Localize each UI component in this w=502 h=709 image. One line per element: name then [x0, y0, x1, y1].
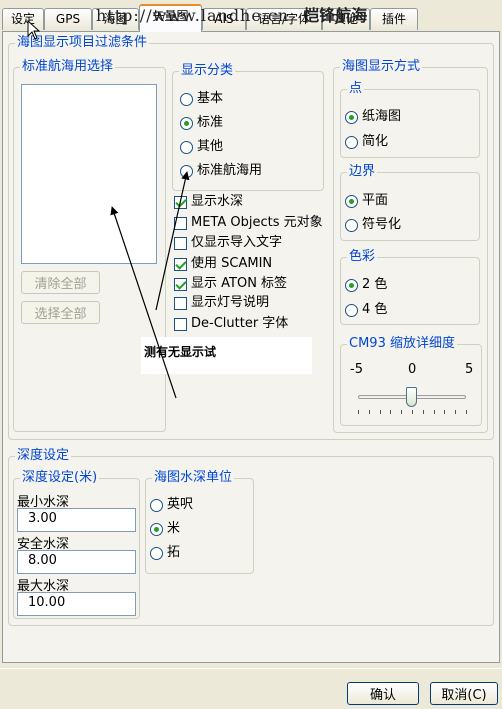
show-depth-checkbox[interactable]: 显示水深	[174, 193, 243, 211]
color-2-option[interactable]: 2 色	[345, 276, 387, 294]
max-depth-field[interactable]: 10.00	[17, 592, 136, 616]
cancel-button[interactable]: 取消(C)	[430, 682, 498, 705]
slider-tick	[422, 410, 424, 414]
min-depth-field[interactable]: 3.00	[17, 508, 136, 532]
boundary-radio-0[interactable]	[345, 194, 358, 208]
category-radio-3[interactable]	[180, 164, 193, 178]
slider-tick	[433, 410, 435, 414]
unit-radio-1[interactable]	[150, 522, 163, 536]
boundary-symbolized-option[interactable]: 符号化	[345, 216, 401, 234]
depth-settings-group: 深度设定(米)	[13, 470, 140, 619]
mouse-cursor-icon	[27, 20, 41, 40]
unit-feet-option[interactable]: 英呎	[150, 496, 193, 514]
color-radio-1[interactable]	[345, 303, 358, 317]
slider-tick	[466, 410, 467, 414]
min-depth-label: 最小水深	[17, 495, 70, 510]
category-other-option[interactable]: 其他	[180, 138, 223, 156]
boundary-radio-1[interactable]	[345, 218, 358, 232]
cm93-mid-label: 0	[408, 362, 417, 377]
ok-button[interactable]: 确认	[347, 682, 419, 705]
boundary-group: 边界	[340, 164, 480, 241]
check-box-4[interactable]	[174, 277, 187, 291]
check-box-3[interactable]	[174, 257, 187, 271]
cm93-slider-thumb[interactable]	[406, 387, 417, 407]
unit-radio-2[interactable]	[150, 546, 163, 560]
point-group: 点	[340, 81, 480, 158]
declutter-font-checkbox[interactable]: De-Clutter 字体	[174, 315, 288, 333]
max-depth-label: 最大水深	[17, 579, 70, 594]
depth-units-title: 海图水深单位	[152, 470, 235, 486]
display-category-group: 显示分类	[172, 63, 324, 191]
aton-label-checkbox[interactable]: 显示 ATON 标签	[174, 275, 287, 293]
depth-units-group: 海图水深单位	[145, 470, 254, 574]
slider-tick	[358, 410, 359, 414]
unit-fathom-option[interactable]: 拓	[150, 544, 180, 562]
display-mode-group: 海图显示方式	[333, 59, 488, 433]
boundary-plain-option[interactable]: 平面	[345, 192, 388, 210]
point-simplified-option[interactable]: 简化	[345, 133, 388, 151]
meta-objects-checkbox[interactable]: META Objects 元对象	[174, 214, 323, 232]
point-group-title: 点	[347, 81, 365, 97]
check-box-1[interactable]	[174, 216, 187, 230]
color-group: 色彩	[340, 249, 480, 325]
depth-group: 深度设定	[8, 448, 494, 626]
slider-tick	[444, 410, 446, 414]
category-radio-0[interactable]	[180, 92, 193, 106]
safe-depth-field[interactable]: 8.00	[17, 550, 136, 574]
tab-gps[interactable]: GPS	[44, 8, 92, 30]
depth-group-title: 深度设定	[15, 448, 72, 464]
color-4-option[interactable]: 4 色	[345, 301, 387, 319]
slider-tick	[412, 410, 413, 414]
display-category-title: 显示分类	[179, 63, 236, 79]
select-all-button[interactable]: 选择全部	[21, 301, 100, 324]
color-radio-0[interactable]	[345, 278, 358, 292]
clear-all-button[interactable]: 清除全部	[21, 271, 100, 294]
light-description-checkbox[interactable]: 显示灯号说明	[174, 294, 269, 312]
slider-tick	[390, 410, 392, 414]
check-box-2[interactable]	[174, 236, 187, 250]
slider-tick	[379, 410, 381, 414]
cm93-group: CM93 缩放详细度	[340, 336, 482, 426]
color-group-title: 色彩	[347, 249, 378, 265]
slider-tick	[368, 410, 370, 414]
tab-other[interactable]: 其他	[322, 8, 370, 30]
category-radio-2[interactable]	[180, 140, 193, 154]
cm93-max-label: 5	[465, 362, 474, 377]
cm93-min-label: -5	[350, 362, 363, 377]
annotation-note: 测有无显示试	[141, 337, 312, 374]
depth-settings-title: 深度设定(米)	[20, 470, 100, 486]
display-mode-title: 海图显示方式	[340, 59, 423, 75]
filter-group-title: 海图显示项目过滤条件	[15, 35, 150, 51]
category-basic-option[interactable]: 基本	[180, 90, 223, 108]
footer-separator	[0, 668, 502, 669]
tab-vector-chart[interactable]: 矢量图	[139, 4, 202, 32]
tab-chart[interactable]: 海图	[92, 8, 139, 30]
point-radio-1[interactable]	[345, 135, 358, 149]
category-standard-nav-option[interactable]: 标准航海用	[180, 162, 262, 180]
tab-language-font[interactable]: 语言/字体	[246, 8, 322, 30]
check-box-5[interactable]	[174, 296, 187, 310]
point-paper-option[interactable]: 纸海图	[345, 108, 401, 126]
cm93-group-title: CM93 缩放详细度	[347, 336, 457, 352]
check-box-6[interactable]	[174, 317, 187, 331]
tab-ais[interactable]: AIS	[202, 8, 246, 30]
scamin-checkbox[interactable]: 使用 SCAMIN	[174, 255, 272, 273]
slider-tick	[455, 410, 457, 414]
filter-group: 海图显示项目过滤条件	[8, 35, 494, 440]
unit-meter-option[interactable]: 米	[150, 520, 180, 538]
tab-strip: 设定 GPS 海图 矢量图 AIS 语言/字体 其他 插件	[0, 0, 502, 32]
category-radio-1[interactable]	[180, 116, 193, 130]
imported-text-checkbox[interactable]: 仅显示导入文字	[174, 234, 282, 252]
standard-nav-group: 标准航海用选择	[13, 59, 166, 432]
boundary-group-title: 边界	[347, 164, 378, 180]
safe-depth-label: 安全水深	[17, 537, 70, 552]
category-standard-option[interactable]: 标准	[180, 114, 223, 132]
standard-nav-title: 标准航海用选择	[20, 59, 116, 75]
standard-nav-listbox[interactable]	[21, 84, 157, 264]
point-radio-0[interactable]	[345, 110, 358, 124]
tab-plugins[interactable]: 插件	[370, 8, 418, 30]
unit-radio-0[interactable]	[150, 498, 163, 512]
check-box-0[interactable]	[174, 195, 187, 209]
slider-tick	[401, 410, 403, 414]
